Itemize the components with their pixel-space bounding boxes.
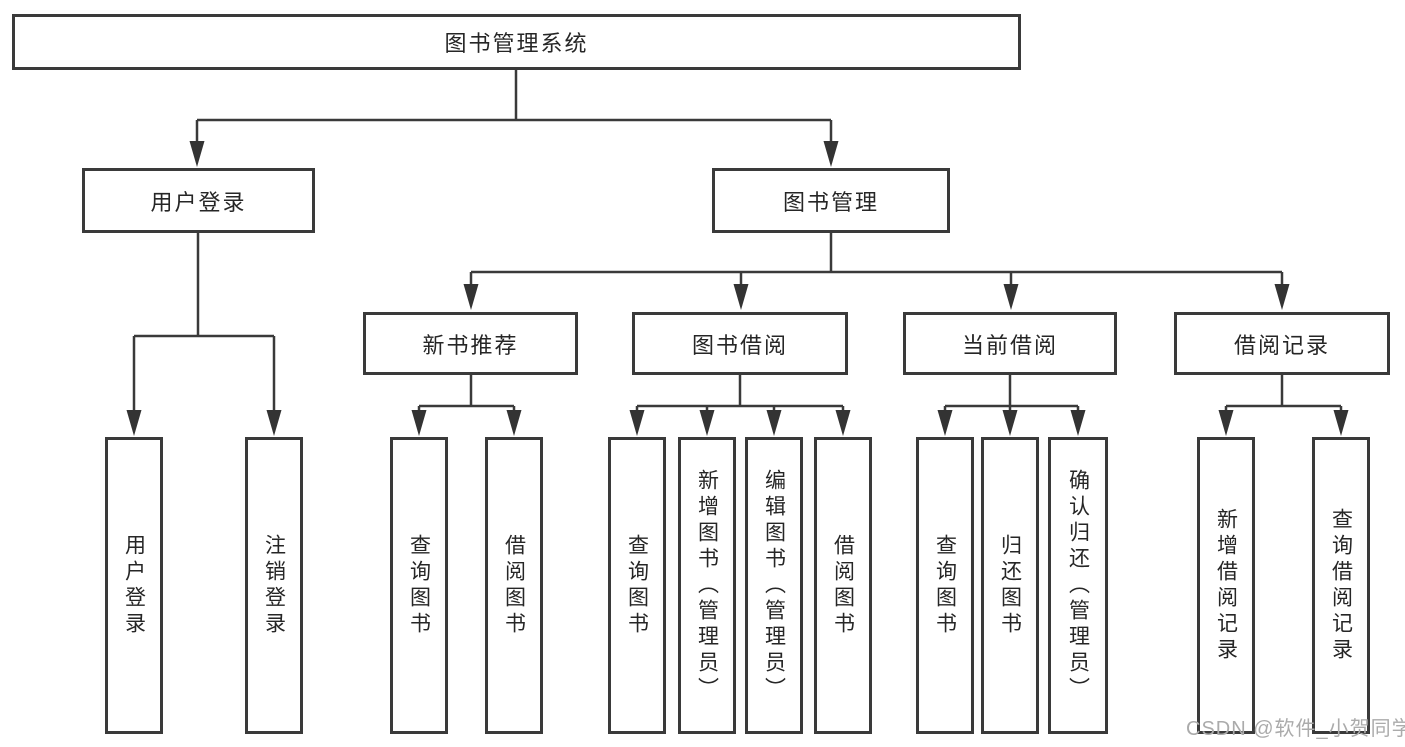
leaf-return-books: 归还图书: [981, 437, 1039, 734]
leaf-borrow-books-1-label: 借阅图书: [502, 533, 526, 638]
leaf-query-books-2-label: 查询图书: [625, 533, 649, 638]
leaf-add-borrow-record: 新增借阅记录: [1197, 437, 1255, 734]
leaf-query-borrow-record: 查询借阅记录: [1312, 437, 1370, 734]
leaf-borrow-books-1: 借阅图书: [485, 437, 543, 734]
leaf-add-books-admin-label: 新增图书（管理员）: [695, 468, 719, 703]
leaf-query-books-2: 查询图书: [608, 437, 666, 734]
leaf-logout-label: 注销登录: [262, 533, 286, 638]
node-book-management: 图书管理: [712, 168, 950, 233]
node-borrowing-records-label: 借阅记录: [1233, 332, 1330, 358]
node-current-borrowing: 当前借阅: [903, 312, 1117, 375]
node-borrowing-records: 借阅记录: [1174, 312, 1390, 375]
leaf-confirm-return-admin-label: 确认归还（管理员）: [1066, 468, 1090, 703]
leaf-logout: 注销登录: [245, 437, 303, 734]
leaf-user-login-label: 用户登录: [122, 533, 146, 638]
node-user-login: 用户登录: [82, 168, 315, 233]
node-book-management-label: 图书管理: [782, 189, 879, 215]
node-root-label: 图书管理系统: [444, 31, 589, 56]
node-root: 图书管理系统: [12, 14, 1021, 70]
leaf-confirm-return-admin: 确认归还（管理员）: [1048, 437, 1108, 734]
leaf-query-books-3: 查询图书: [916, 437, 974, 734]
leaf-edit-books-admin-label: 编辑图书（管理员）: [762, 468, 786, 703]
node-current-borrowing-label: 当前借阅: [961, 332, 1058, 358]
node-new-book-recommend: 新书推荐: [363, 312, 578, 375]
leaf-return-books-label: 归还图书: [998, 533, 1022, 638]
node-book-borrowing-label: 图书借阅: [691, 332, 788, 358]
node-user-login-label: 用户登录: [150, 189, 247, 215]
leaf-user-login: 用户登录: [105, 437, 163, 734]
leaf-borrow-books-2: 借阅图书: [814, 437, 872, 734]
leaf-query-books-3-label: 查询图书: [933, 533, 957, 638]
leaf-borrow-books-2-label: 借阅图书: [831, 533, 855, 638]
leaf-add-borrow-record-label: 新增借阅记录: [1214, 507, 1238, 664]
node-book-borrowing: 图书借阅: [632, 312, 848, 375]
leaf-edit-books-admin: 编辑图书（管理员）: [745, 437, 803, 734]
node-new-book-recommend-label: 新书推荐: [422, 332, 519, 358]
leaf-query-borrow-record-label: 查询借阅记录: [1329, 507, 1353, 664]
leaf-query-books-1-label: 查询图书: [407, 533, 431, 638]
leaf-query-books-1: 查询图书: [390, 437, 448, 734]
watermark-text: CSDN @软件_小贺同学: [1186, 718, 1405, 740]
leaf-add-books-admin: 新增图书（管理员）: [678, 437, 736, 734]
